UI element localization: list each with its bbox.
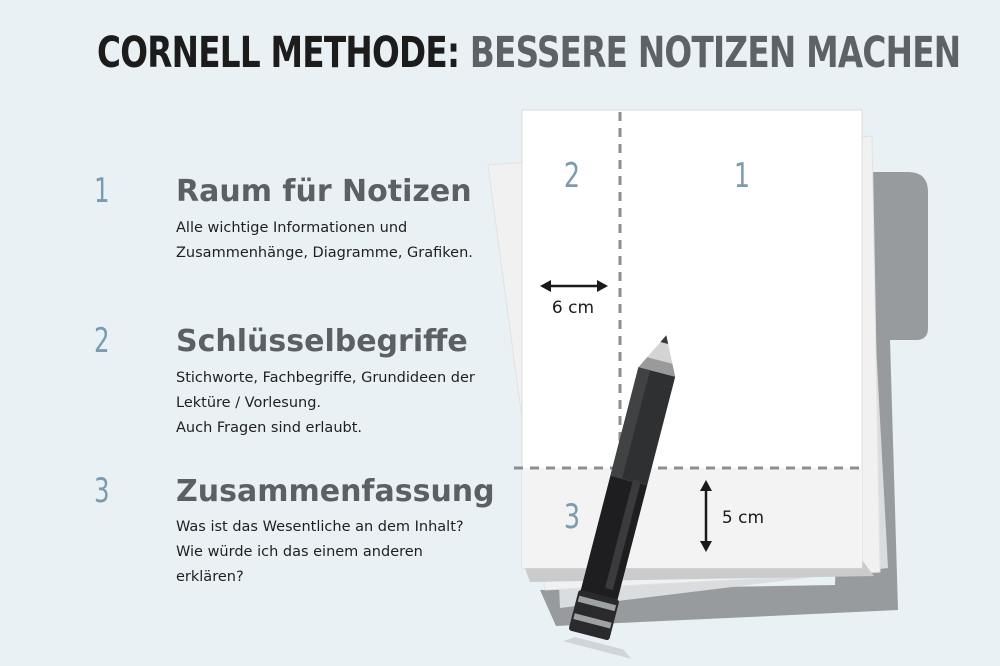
section-1-heading: Raum für Notizen	[176, 174, 472, 209]
summary-area	[522, 468, 862, 568]
section-1-number: 1	[94, 171, 110, 211]
title-part-1: CORNELL METHODE:	[97, 28, 460, 78]
title-part-2: BESSERE NOTIZEN MACHEN	[469, 28, 961, 78]
height-arrow	[700, 480, 712, 552]
page-title: CORNELL METHODE: BESSERE NOTIZEN MACHEN	[97, 28, 961, 78]
section-3-number: 3	[94, 471, 110, 511]
section-3-heading: Zusammenfassung	[176, 474, 495, 509]
section-2-description: Stichworte, Fachbegriffe, Grundideen der…	[176, 370, 475, 436]
cue-width-label: 6 cm	[552, 298, 594, 318]
pen-icon	[563, 335, 676, 659]
section-3-description: Was ist das Wesentliche an dem Inhalt? W…	[176, 519, 464, 585]
area-label-2: 2	[564, 156, 580, 196]
width-arrow	[540, 280, 608, 292]
summary-height-label: 5 cm	[722, 508, 764, 528]
area-label-3: 3	[564, 497, 580, 537]
section-1-description: Alle wichtige Informationen und Zusammen…	[176, 220, 473, 261]
area-label-1: 1	[734, 156, 750, 196]
section-2-number: 2	[94, 321, 110, 361]
section-2-heading: Schlüsselbegriffe	[176, 324, 468, 359]
